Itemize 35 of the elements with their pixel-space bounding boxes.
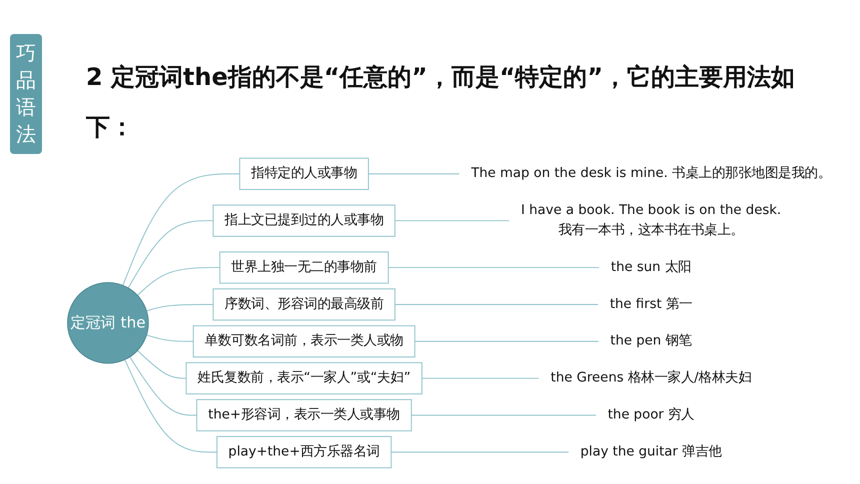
connector — [410, 414, 597, 416]
node-text: the Greens 格林一家人/格林夫妇 — [550, 370, 752, 386]
connector — [394, 220, 510, 222]
connector — [146, 304, 214, 312]
node-box: play+the+西方乐器名词 — [216, 436, 392, 468]
node-text: I have a book. The book is on the desk. 我有一本书，这本书在书桌上。 — [521, 202, 782, 238]
side-tab-label: 巧品语法 — [10, 34, 42, 154]
connector — [368, 173, 460, 174]
connector — [128, 220, 214, 288]
connector — [388, 267, 600, 268]
connector — [414, 340, 600, 342]
connector — [421, 378, 540, 379]
connector — [146, 334, 194, 342]
node-circle: 定冠词 the — [67, 282, 149, 364]
node-box: 姓氏复数前，表示“一家人”或“夫妇” — [186, 362, 422, 394]
connector — [137, 350, 187, 379]
connector — [124, 359, 218, 453]
heading: 2 定冠词the指的不是“任意的”，而是“特定的”，它的主要用法如下： — [86, 62, 796, 143]
node-box: 指特定的人或事物 — [239, 158, 369, 190]
connector — [122, 173, 240, 286]
node-text: play the guitar 弹吉他 — [580, 444, 722, 460]
node-box: 指上文已提到过的人或事物 — [212, 204, 396, 237]
node-box: the+形容词，表示一类人或事物 — [196, 399, 412, 432]
node-text: the poor 穷人 — [608, 407, 694, 422]
node-text: the sun 太阳 — [610, 260, 692, 275]
node-box: 世界上独一无二的事物前 — [219, 251, 389, 284]
node-text: the first 第一 — [610, 296, 692, 312]
node-text: the pen 钢笔 — [610, 333, 692, 348]
node-text: The map on the desk is mine. 书桌上的那张地图是我的。 — [471, 166, 832, 181]
node-box: 序数词、形容词的最高级前 — [212, 288, 396, 321]
node-box: 单数可数名词前，表示一类人或物 — [192, 325, 416, 358]
connector — [137, 267, 220, 296]
connector — [390, 452, 570, 453]
connector — [129, 356, 198, 416]
connector — [394, 304, 599, 305]
